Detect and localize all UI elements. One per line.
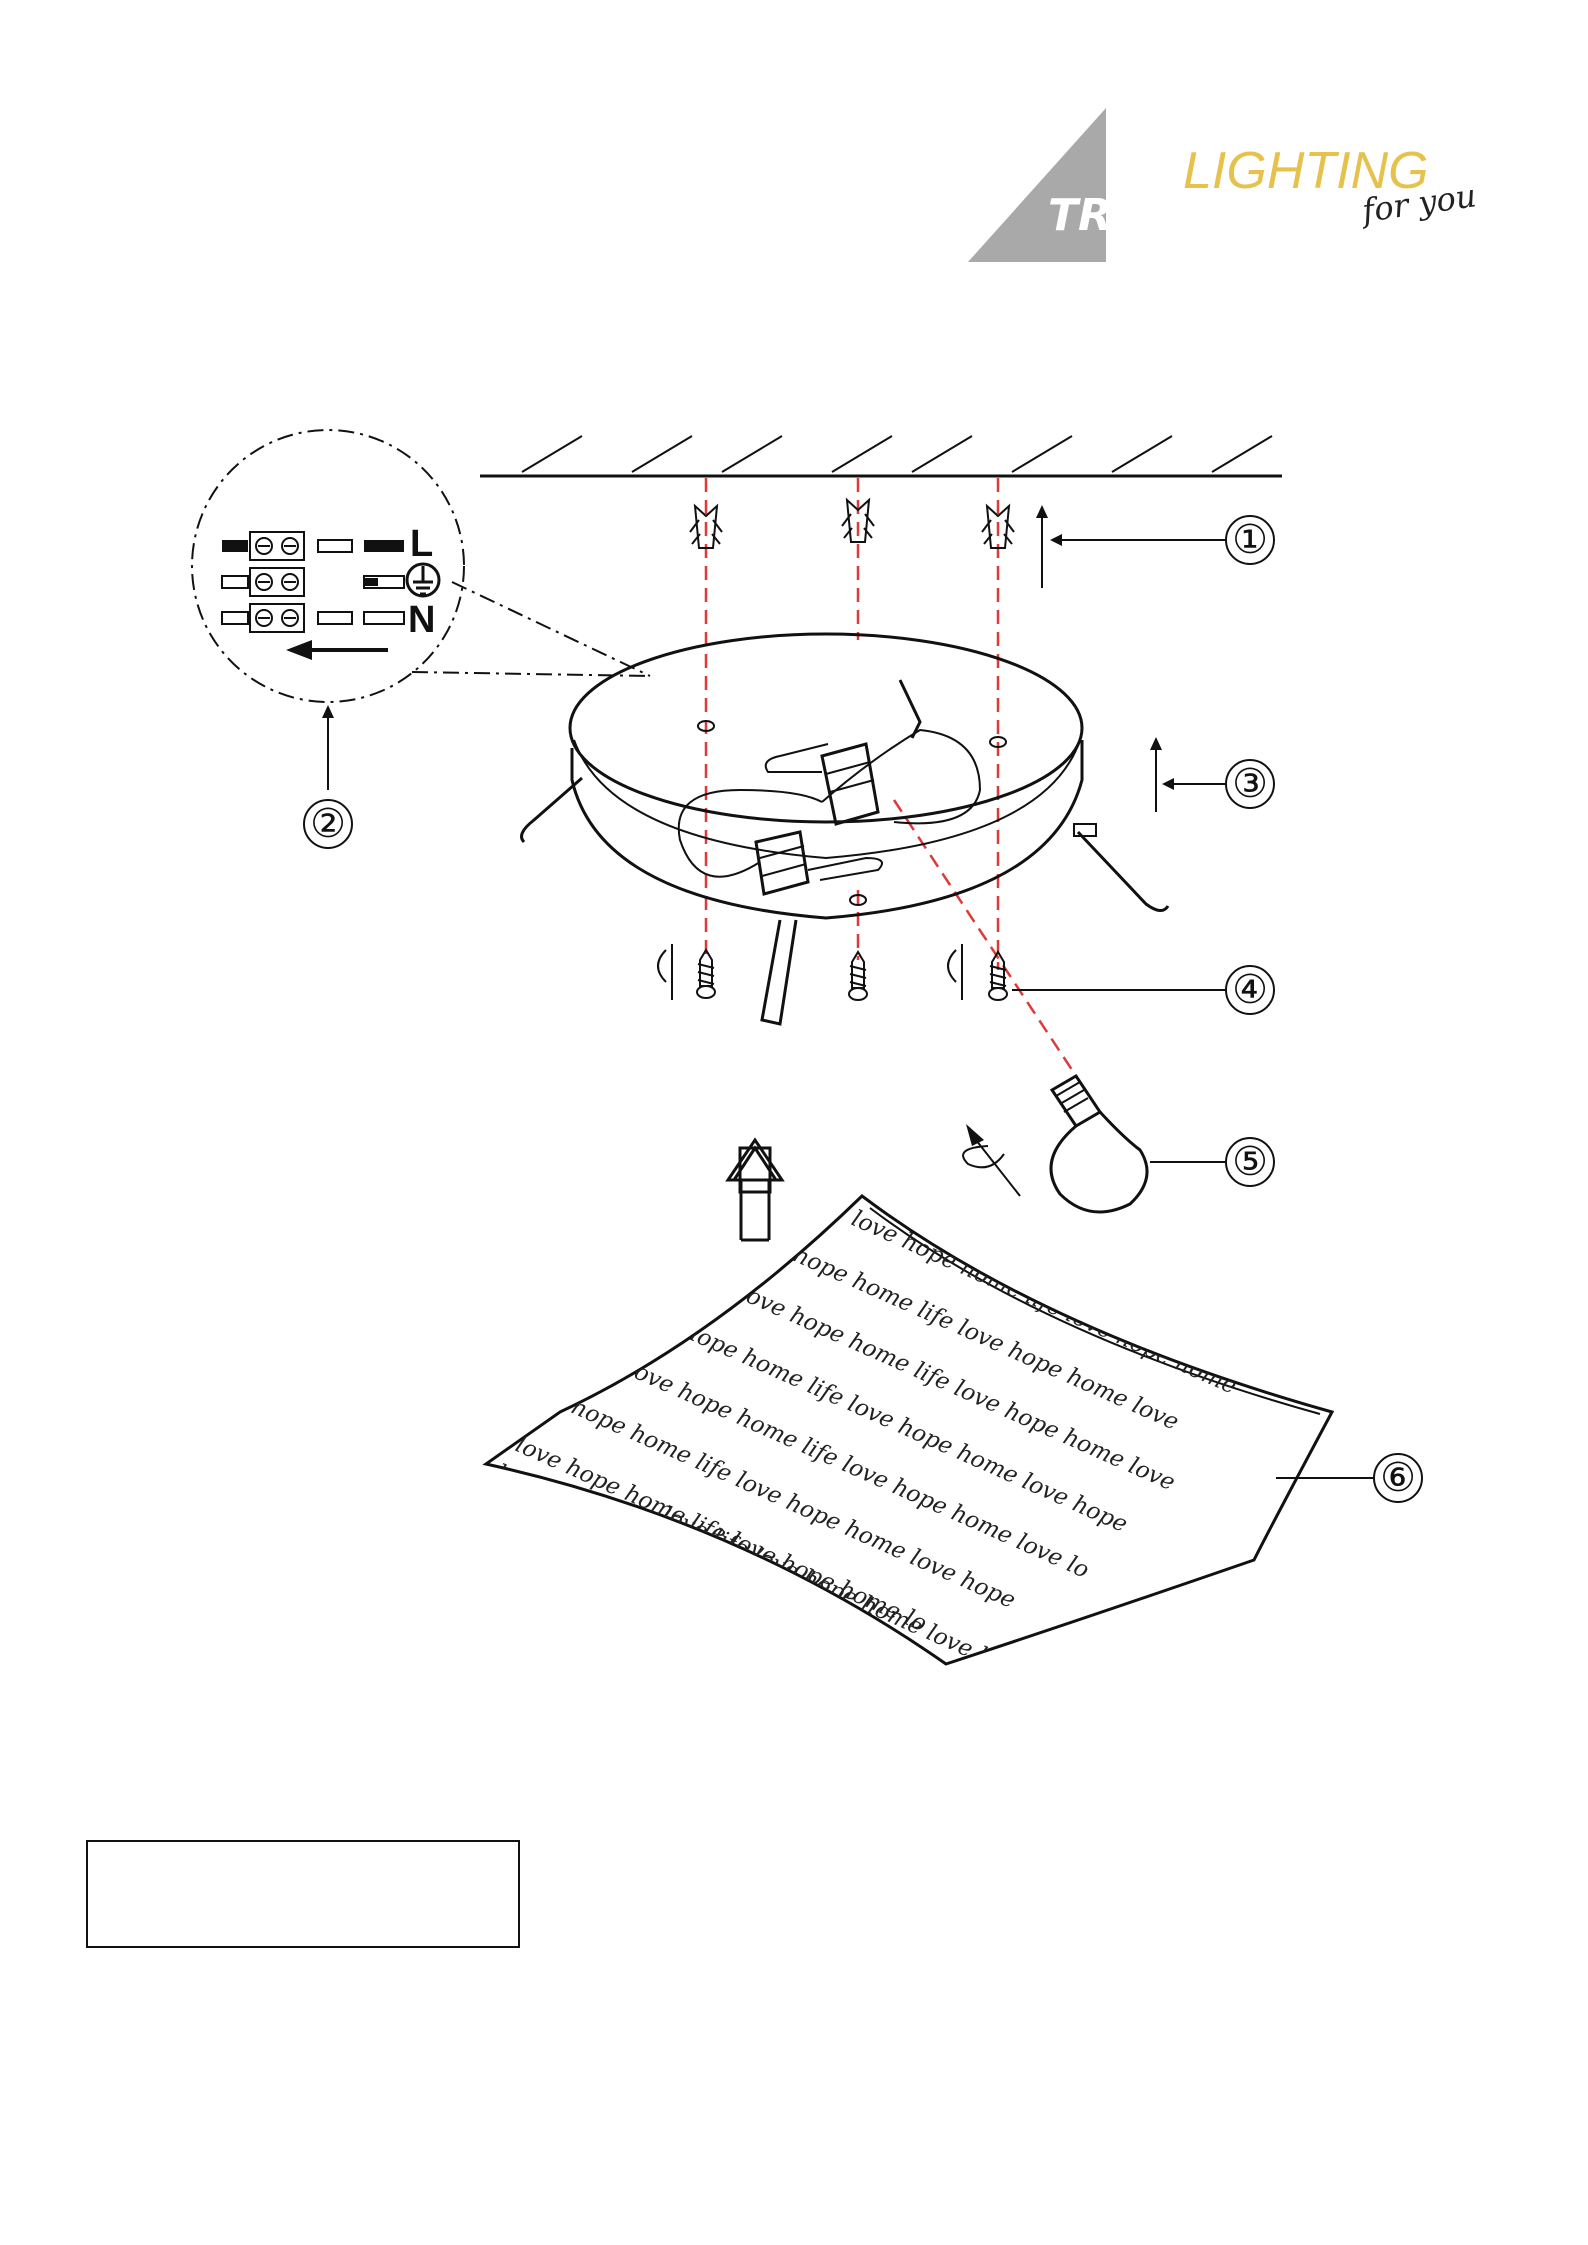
wiring-detail: L N ②: [191, 429, 651, 849]
empty-note-box: [86, 1840, 520, 1948]
part-number-1: ①: [1232, 517, 1268, 563]
callout-4: ④: [1012, 965, 1275, 1015]
screw: [947, 944, 1008, 1001]
callout-3: ③: [1150, 737, 1275, 812]
light-bulb: [962, 1073, 1149, 1214]
terminal-live-label: L: [410, 523, 433, 565]
lamp-socket: [754, 830, 883, 896]
callout-6: ⑥: [1276, 1453, 1423, 1503]
alignment-guides: [704, 478, 1082, 1083]
part-number-6: ⑥: [1380, 1455, 1416, 1501]
ceiling-base-plate: [520, 632, 1170, 1026]
screw: [657, 944, 716, 1000]
lamp-socket: [764, 742, 880, 826]
brand-logo: TRIO LIGHTING for you: [968, 108, 1479, 262]
part-number-4: ④: [1232, 967, 1268, 1013]
ceiling: [480, 435, 1282, 478]
terminal-block: [221, 531, 405, 633]
logo-triangle: [968, 108, 1106, 262]
wall-plug: [981, 503, 1015, 549]
shade-pattern-row: hope home life love hope home love lo: [492, 1460, 911, 1666]
wall-plug: [841, 497, 875, 543]
arrow-left-icon: [286, 640, 388, 660]
terminal-neutral-label: N: [408, 599, 435, 641]
arrow-up-icon: [725, 1137, 785, 1242]
callout-5: ⑤: [1150, 1137, 1275, 1187]
part-number-2: ②: [310, 801, 346, 847]
glass-shade: love hope home life love hope home hope …: [482, 1194, 1335, 1666]
earth-ground-icon: [405, 562, 441, 598]
part-number-5: ⑤: [1232, 1139, 1268, 1185]
part-number-3: ③: [1232, 761, 1268, 807]
screw: [848, 950, 868, 1001]
wall-plug: [689, 503, 723, 549]
logo-trio-text: TRIO: [1048, 190, 1166, 241]
logo-lighting-text: LIGHTING: [1183, 142, 1429, 200]
callout-1: ①: [1036, 505, 1275, 588]
